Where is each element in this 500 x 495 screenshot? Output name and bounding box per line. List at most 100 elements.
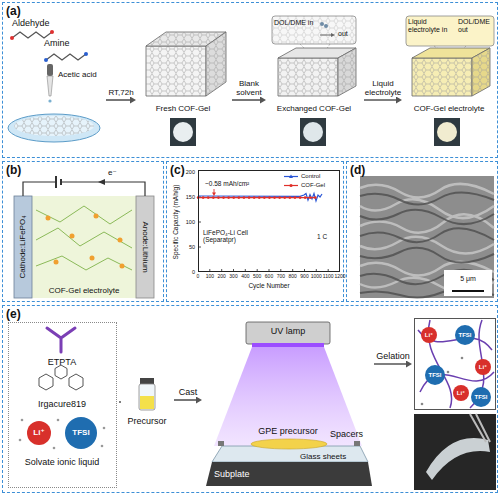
panel-label: (d)	[350, 164, 365, 178]
node-text: COF-Gel electrolyte	[34, 286, 134, 295]
precursor-vial: Precursor	[124, 372, 172, 432]
node-text: TFSI	[65, 417, 97, 449]
tick-label: 300	[229, 274, 237, 280]
electrolyte-gel-cube-part	[434, 118, 460, 146]
node-text: Li⁺	[475, 359, 491, 375]
electrolyte-gel-cube	[406, 16, 494, 146]
cycling-chart-art-part	[214, 189, 215, 193]
polymer-network-art	[418, 320, 494, 408]
precursor-components-art-part	[103, 427, 106, 430]
panel-label: (b)	[6, 164, 21, 178]
node-text: Aldehyde	[12, 18, 50, 28]
exchanged-gel-cube-part	[320, 22, 324, 26]
uv-curing-art-part	[252, 343, 324, 347]
sem-image-part	[360, 184, 494, 292]
axis-title: Cycle Number	[248, 282, 289, 289]
arrow-head	[196, 397, 202, 404]
tick-label: 0	[197, 274, 200, 280]
node-text: Subplate	[214, 469, 250, 479]
uv-curing-art-part	[246, 322, 330, 344]
battery-cell-art-part	[14, 196, 32, 298]
arrow-head	[396, 97, 402, 104]
node-text: Solvate ionic liquid	[9, 457, 115, 467]
node-text: TFSI	[455, 325, 475, 345]
exchanged-gel-cube	[272, 16, 356, 146]
node-text: Li⁺	[453, 385, 469, 401]
battery-cell-art-part	[54, 260, 59, 265]
electrolyte-gel-cube-part	[412, 58, 472, 96]
flow-arrow	[374, 361, 412, 368]
axis-title: Specific Capacity (mAh/g)	[172, 185, 179, 260]
flow-arrow	[106, 97, 136, 104]
reagent-dish: AldehydeAmineAcetic acid	[6, 16, 104, 150]
dropper-part	[47, 76, 53, 96]
legend-text: COF-Gel	[301, 182, 325, 189]
uv-curing-art-part	[206, 462, 372, 486]
battery-cell-art-part	[36, 206, 132, 270]
precursor-components-art-part	[101, 445, 104, 448]
precursor-vial-part	[140, 396, 154, 409]
exchanged-gel-cube-part	[278, 58, 338, 96]
component-box: ETPTAIrgacure819Li⁺TFSISolvate ionic liq…	[8, 322, 117, 488]
node-text: Exchanged COF-Gel	[268, 104, 360, 113]
flow-arrow	[232, 97, 266, 104]
gel-photo-part	[470, 414, 490, 442]
cycling-chart-art-part	[212, 193, 216, 197]
battery-cell-art-part	[98, 179, 105, 185]
uv-curing-art-part	[354, 441, 360, 446]
aldehyde-molecule-part	[10, 36, 14, 40]
amine-molecule-part	[44, 58, 48, 62]
legend-text: Control	[301, 173, 320, 180]
node-text: LiFePO₄-Li Cell (Separatpr)	[203, 229, 265, 244]
flow-arrow	[119, 402, 122, 403]
battery-cell-art-part	[90, 256, 95, 261]
sem-image-part	[444, 270, 492, 296]
battery-cell: Cathode:LiFePO₄Anode:LithiumCOF-Gel elec…	[8, 178, 160, 300]
tick-label: 900	[300, 274, 308, 280]
battery-cell-art	[14, 176, 154, 298]
petri-dish-part	[8, 114, 100, 142]
precursor-vial-part	[139, 384, 155, 410]
uv-curing-art	[206, 322, 372, 486]
precursor-components-art-part	[53, 447, 56, 450]
tick-label: 400	[241, 274, 249, 280]
petri-dish	[8, 114, 100, 142]
exchanged-gel-cube-part	[331, 33, 335, 37]
cycling-chart-art-part	[289, 184, 292, 187]
battery-cell-art-part	[46, 216, 51, 221]
tick-label: 800	[288, 274, 296, 280]
node-text: ~0.58 mAh/cm²	[205, 180, 249, 187]
arrow-label: Gelation	[376, 351, 410, 361]
battery-cell-art-part	[136, 196, 154, 298]
node-text: 1 C	[317, 233, 327, 240]
electron-label: e⁻	[108, 168, 117, 177]
arrow-line	[106, 99, 131, 101]
exchanged-gel-cube-part	[300, 118, 326, 146]
node-text: Precursor	[124, 416, 170, 426]
node-text: Li⁺	[421, 327, 437, 343]
fresh-gel-cube-part	[173, 122, 193, 142]
amine-molecule	[44, 52, 88, 62]
precursor-vial	[139, 378, 155, 410]
amine-molecule-part	[46, 54, 86, 60]
precursor-components-art-part	[69, 374, 83, 390]
gel-stage: Fresh COF-Gel	[138, 14, 230, 156]
gel-photo	[414, 414, 496, 490]
precursor-components-art-part	[21, 419, 24, 422]
node-text: out	[338, 30, 348, 38]
arrow-head	[260, 97, 266, 104]
panel-label: (e)	[6, 308, 21, 322]
tick-label: 150	[179, 194, 195, 200]
node-text: Cathode:LiFePO₄	[18, 216, 27, 279]
petri-dish-part	[14, 116, 94, 136]
gel-photo-part	[414, 414, 496, 490]
panel: (b)Cathode:LiFePO₄Anode:LithiumCOF-Gel e…	[2, 161, 164, 302]
node-text: Irgacure819	[9, 399, 115, 409]
tick-label: 100	[206, 274, 214, 280]
exchanged-gel-cube-part	[272, 16, 356, 44]
arrow-line	[364, 99, 397, 101]
scale-bar-label: 5 μm	[460, 275, 476, 283]
node-text: Li⁺	[27, 421, 51, 445]
node-text: TFSI	[425, 365, 445, 385]
